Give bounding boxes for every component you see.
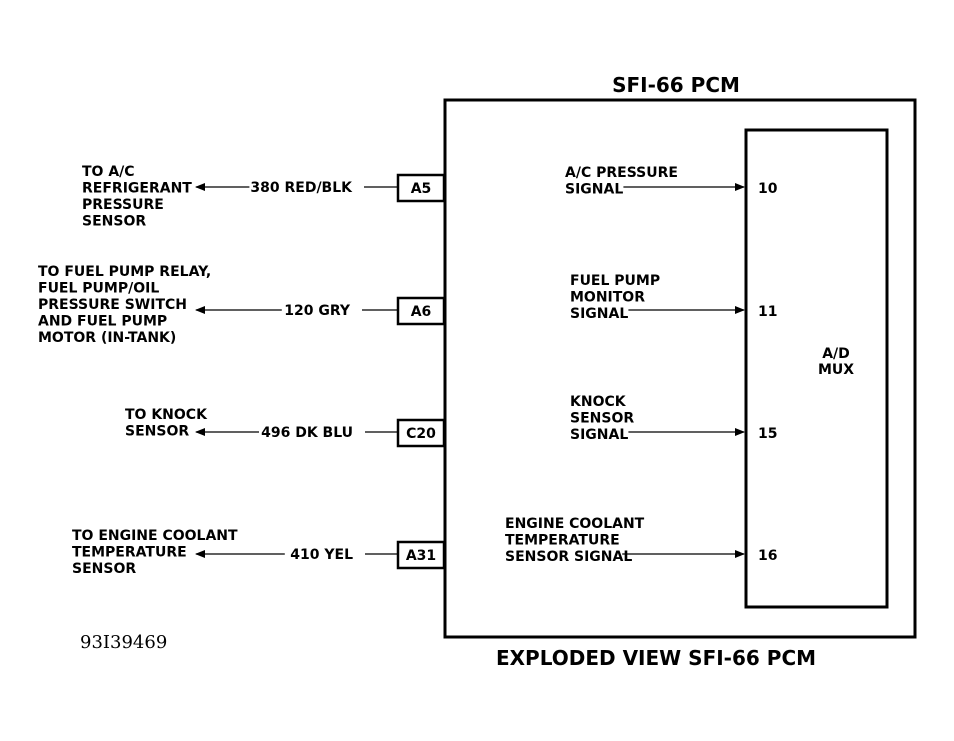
pcm-box bbox=[443, 98, 917, 639]
pin-label: A6 bbox=[411, 304, 432, 320]
wire-label: 410 YEL bbox=[290, 547, 353, 563]
signal-label-line: MONITOR bbox=[570, 290, 645, 306]
pin-box bbox=[396, 173, 446, 203]
signal-label-line: SIGNAL bbox=[570, 306, 628, 322]
destination-label-line: FUEL PUMP/OIL bbox=[38, 281, 159, 297]
wire-label: 120 GRY bbox=[284, 303, 351, 319]
mux-input-number: 10 bbox=[758, 181, 778, 197]
pin-label: C20 bbox=[406, 426, 436, 442]
mux-input-number: 11 bbox=[758, 304, 777, 320]
mux-label-line-2: MUX bbox=[818, 362, 854, 378]
destination-label-line: TO ENGINE COOLANT bbox=[72, 528, 238, 544]
pin-box bbox=[396, 296, 446, 326]
destination-label-line: SENSOR bbox=[72, 561, 136, 577]
destination-label-line: TEMPERATURE bbox=[72, 545, 187, 561]
destination-label-line: MOTOR (IN-TANK) bbox=[38, 330, 176, 346]
signal-label-line: A/C PRESSURE bbox=[565, 165, 678, 181]
destination-label-line: SENSOR bbox=[82, 214, 146, 230]
wire-label: 380 RED/BLK bbox=[250, 180, 353, 196]
destination-label-line: SENSOR bbox=[125, 424, 189, 440]
wire-label: 496 DK BLU bbox=[261, 425, 353, 441]
signal-label-line: SIGNAL bbox=[565, 182, 623, 198]
signal-label-line: FUEL PUMP bbox=[570, 273, 660, 289]
pcm-caption: EXPLODED VIEW SFI-66 PCM bbox=[496, 646, 816, 670]
signal-label-line: ENGINE COOLANT bbox=[505, 516, 645, 532]
mux-label-line-1: A/D bbox=[822, 346, 850, 362]
destination-label-line: REFRIGERANT bbox=[82, 181, 192, 197]
pin-label: A31 bbox=[406, 548, 436, 564]
destination-label-line: AND FUEL PUMP bbox=[38, 314, 167, 330]
destination-label-line: PRESSURE SWITCH bbox=[38, 297, 187, 313]
signal-label-line: SENSOR bbox=[570, 411, 634, 427]
connection-a6: TO FUEL PUMP RELAY,FUEL PUMP/OILPRESSURE… bbox=[38, 264, 777, 346]
mux-input-number: 15 bbox=[758, 426, 777, 442]
pin-label: A5 bbox=[411, 181, 432, 197]
pin-box bbox=[396, 540, 446, 570]
pcm-title: SFI-66 PCM bbox=[612, 73, 740, 97]
destination-label-line: PRESSURE bbox=[82, 197, 164, 213]
mux-input-number: 16 bbox=[758, 548, 777, 564]
signal-label-line: SENSOR SIGNAL bbox=[505, 549, 632, 565]
destination-label-line: TO KNOCK bbox=[125, 407, 208, 423]
figure-id: 93I39469 bbox=[80, 632, 167, 653]
signal-label-line: SIGNAL bbox=[570, 427, 628, 443]
destination-label-line: TO A/C bbox=[82, 164, 135, 180]
signal-label-line: TEMPERATURE bbox=[505, 533, 620, 549]
ad-mux-box bbox=[744, 128, 889, 609]
signal-label-line: KNOCK bbox=[570, 394, 627, 410]
pin-box bbox=[396, 418, 446, 448]
destination-label-line: TO FUEL PUMP RELAY, bbox=[38, 264, 211, 280]
